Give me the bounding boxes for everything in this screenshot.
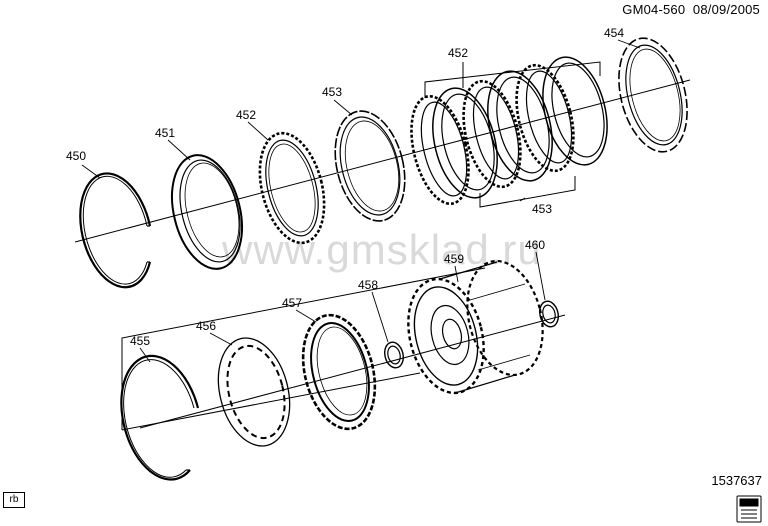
callout-453-single: 453 [322, 85, 342, 99]
callout-458: 458 [358, 278, 378, 292]
part-455-snap-ring[interactable] [120, 354, 200, 481]
diagram-code: GM04-560 [622, 2, 686, 17]
part-456-spring[interactable] [208, 330, 301, 453]
lower-axis-frame [121, 267, 566, 431]
clutch-pack-brackets [424, 61, 601, 208]
callout-455: 455 [130, 334, 150, 348]
callout-454: 454 [604, 26, 624, 40]
callout-452-single: 452 [236, 108, 256, 122]
part-460-seal[interactable] [537, 299, 561, 329]
part-459-housing[interactable] [397, 253, 554, 401]
part-453-steel-plate[interactable] [324, 104, 415, 229]
callout-453-pack: 453 [532, 202, 552, 216]
part-452-453-clutch-pack[interactable] [401, 50, 617, 209]
upper-axis-line [74, 79, 691, 243]
callout-452-pack: 452 [448, 46, 468, 60]
rb-badge: rb [3, 492, 25, 508]
part-450-snap-ring[interactable] [79, 172, 152, 289]
callout-457: 457 [282, 296, 302, 310]
callout-451: 451 [155, 126, 175, 140]
part-451-plate[interactable] [161, 148, 253, 277]
reference-number: 1537637 [711, 473, 762, 488]
part-454-backing-plate[interactable] [608, 31, 698, 159]
callout-460: 460 [525, 238, 545, 252]
part-457-piston[interactable] [292, 307, 386, 436]
diagram-header: GM04-560 08/09/2005 [622, 2, 760, 17]
leader-lines [81, 39, 641, 363]
part-458-seal[interactable] [382, 340, 406, 370]
book-icon [736, 495, 762, 523]
callout-459: 459 [444, 252, 464, 266]
part-452-friction-plate[interactable] [249, 126, 334, 249]
callout-456: 456 [196, 319, 216, 333]
diagram-date: 08/09/2005 [692, 2, 760, 17]
callout-450: 450 [66, 149, 86, 163]
